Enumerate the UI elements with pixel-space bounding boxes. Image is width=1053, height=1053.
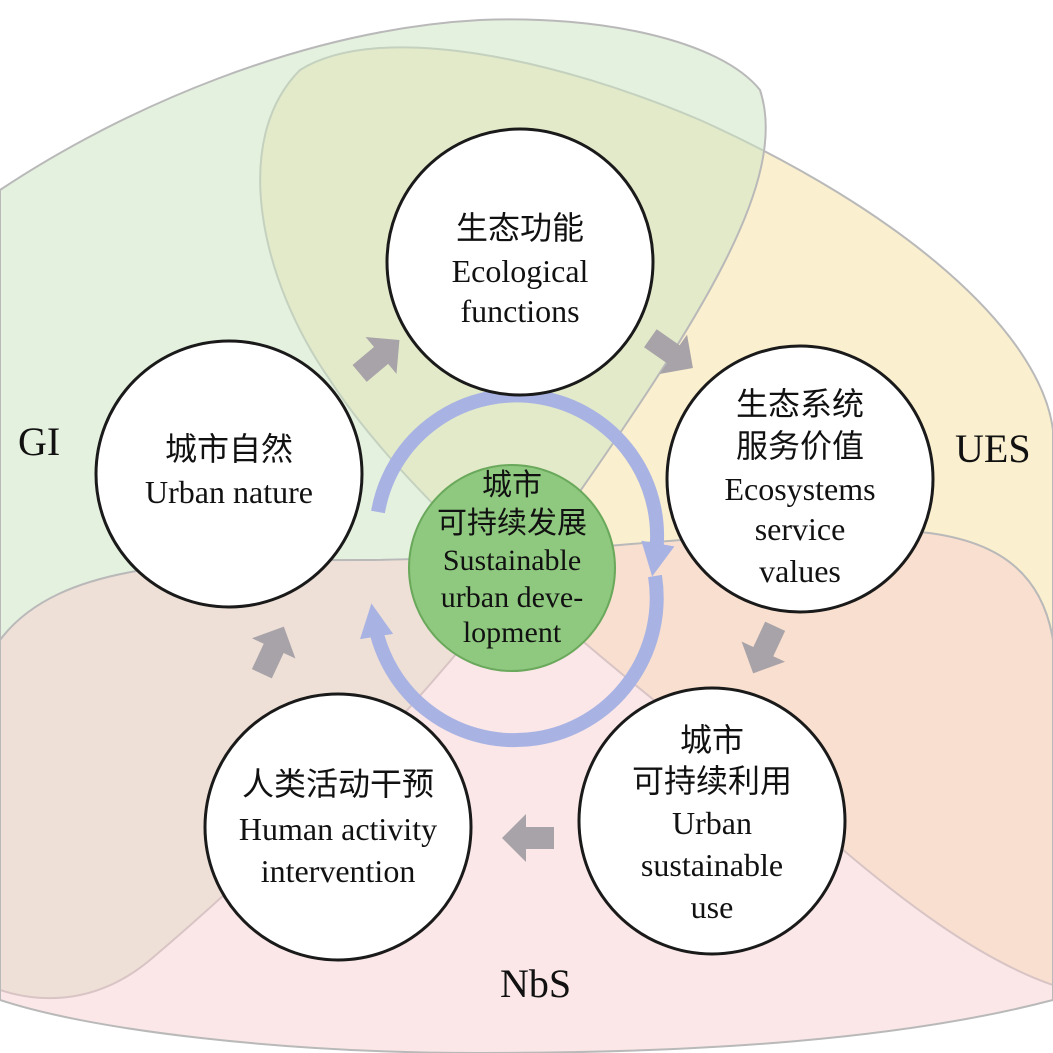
node-sustainable-use-en-3: use — [691, 889, 734, 925]
node-human-en-1: Human activity — [239, 811, 437, 847]
center-node: 城市 可持续发展 Sustainable urban deve- lopment — [408, 464, 616, 672]
arrow-nature-to-ecological — [352, 337, 400, 382]
node-human-zh: 人类活动干预 — [242, 766, 434, 802]
node-sustainable-use-zh-1: 城市 — [680, 722, 744, 758]
node-ecosystem-circle — [665, 344, 935, 614]
center-zh-2: 可持续发展 — [437, 507, 587, 540]
node-ecosystem-zh-1: 生态系统 — [736, 386, 864, 422]
zone-label-ues: UES — [955, 426, 1031, 471]
center-zh-1: 城市 — [482, 469, 542, 502]
node-human: 人类活动干预 Human activity intervention — [203, 692, 473, 962]
node-sustainable-use-en-2: sustainable — [641, 847, 783, 883]
cycle-arrow-upper — [371, 388, 675, 577]
center-en-1: Sustainable — [443, 544, 581, 577]
arrow-use-to-human — [502, 814, 554, 862]
arrow-ecological-to-ecosystem — [644, 329, 693, 374]
node-sustainable-use-zh-2: 可持续利用 — [632, 763, 792, 799]
flow-arrows — [251, 329, 786, 862]
node-ecosystem-zh-2: 服务价值 — [736, 428, 864, 464]
center-circle — [408, 464, 616, 672]
zone-label-gi: GI — [18, 419, 60, 464]
node-ecosystem: 生态系统 服务价值 Ecosystems service values — [665, 344, 935, 614]
node-ecosystem-en-1: Ecosystems — [724, 471, 875, 507]
arrow-ecosystem-to-use — [741, 621, 786, 674]
cycle-arrow-lower — [360, 574, 664, 748]
node-nature-circle — [94, 339, 364, 609]
node-ecological-zh: 生态功能 — [456, 210, 584, 246]
node-human-en-2: intervention — [261, 853, 416, 889]
center-en-2: urban deve- — [441, 581, 583, 614]
zone-label-nbs: NbS — [500, 961, 571, 1006]
cycle-arrows — [360, 388, 675, 748]
node-nature: 城市自然 Urban nature — [94, 339, 364, 609]
node-human-circle — [203, 692, 473, 962]
node-sustainable-use: 城市 可持续利用 Urban sustainable use — [577, 686, 847, 956]
node-nature-zh: 城市自然 — [165, 431, 293, 467]
node-ecological-circle — [385, 127, 655, 397]
node-ecosystem-en-2: service — [755, 511, 846, 547]
node-nature-en: Urban nature — [145, 474, 313, 510]
node-ecosystem-en-3: values — [759, 553, 841, 589]
node-ecological-en-2: functions — [460, 293, 579, 329]
node-ecological-en-1: Ecological — [452, 253, 589, 289]
node-sustainable-use-en-1: Urban — [672, 805, 752, 841]
node-sustainable-use-circle — [577, 686, 847, 956]
center-en-3: lopment — [463, 616, 562, 649]
arrow-human-to-nature — [251, 626, 296, 679]
node-ecological: 生态功能 Ecological functions — [385, 127, 655, 397]
